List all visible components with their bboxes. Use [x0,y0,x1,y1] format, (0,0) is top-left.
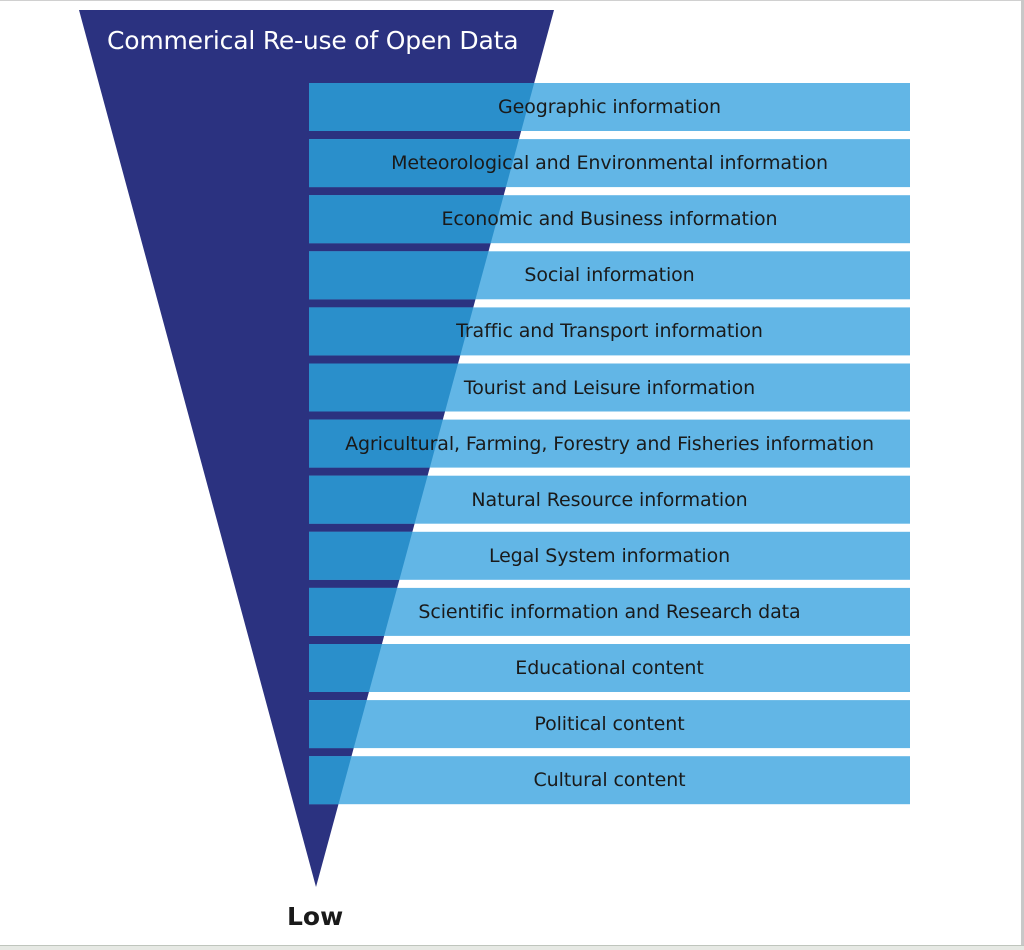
category-band [309,756,910,805]
category-band [309,644,910,692]
category-label: Political content [534,713,685,736]
window-bottom-edge [0,945,1024,950]
category-label: Geographic information [498,96,721,118]
category-label: Meteorological and Environmental informa… [391,152,828,175]
category-band [309,587,910,636]
category-label: Cultural content [533,769,686,792]
category-label: Tourist and Leisure information [463,376,756,399]
category-label: Scientific information and Research data [418,600,801,623]
diagram-title: Commerical Re-use of Open Data [107,26,519,55]
window-top-edge [0,0,1024,1]
category-label: Agricultural, Farming, Forestry and Fish… [345,432,874,455]
category-band [309,700,910,749]
category-label: Legal System information [488,544,731,567]
category-label: Traffic and Transport information [456,320,763,343]
category-band-overlap [309,83,554,131]
category-label: Social information [524,264,695,287]
low-label: Low [287,902,344,931]
category-label: Economic and Business information [441,208,778,231]
category-label: Educational content [515,657,704,679]
window-right-edge [1021,0,1024,950]
category-label: Natural Resource information [471,488,748,511]
